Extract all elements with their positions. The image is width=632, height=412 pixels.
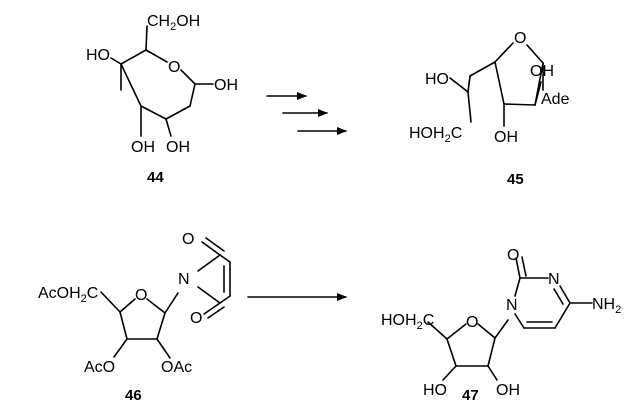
c47-ring-oxygen: O	[466, 314, 478, 331]
c44-ho-label: HO	[86, 47, 110, 64]
c45-ring-oxygen: O	[514, 30, 526, 47]
c47-carbonyl-oxygen: O	[507, 247, 519, 264]
compound-45-number: 45	[507, 171, 524, 188]
c45-ade-label: Ade	[541, 91, 570, 108]
c46-o-bottom: O	[190, 310, 202, 327]
compound-47: HOH2C O N O N NH2 HO OH 47	[381, 247, 621, 404]
c44-oh-bottom-2: OH	[166, 139, 190, 156]
compound-45: O HO OH Ade HOH2C OH 45	[409, 30, 570, 188]
compound-46: AcOH2C O N O O AcO OAc 46	[38, 231, 231, 404]
compound-47-number: 47	[462, 387, 479, 404]
c47-n3: N	[548, 271, 560, 288]
compound-45-bonds	[449, 42, 544, 127]
c46-oac-label: OAc	[161, 359, 192, 376]
compound-46-number: 46	[125, 387, 142, 404]
c46-ring-oxygen: O	[135, 287, 147, 304]
c45-ho-label: HO	[425, 71, 449, 88]
c45-hoh2c-label: HOH2C	[409, 125, 462, 145]
compound-46-bonds	[100, 237, 231, 359]
c45-oh-top-label: OH	[530, 63, 554, 80]
c46-aco-label: AcO	[84, 359, 115, 376]
c46-o-top: O	[182, 231, 194, 248]
c47-nh2-label: NH2	[592, 296, 621, 316]
c44-ring-oxygen: O	[168, 59, 180, 76]
c44-oh-label: OH	[214, 77, 238, 94]
compound-44: CH2OH O HO OH OH OH 44	[86, 13, 238, 186]
c47-oh-label: OH	[496, 382, 520, 399]
c46-nitrogen: N	[178, 271, 190, 288]
compound-47-bonds	[427, 256, 593, 381]
c47-hoh2c-label: HOH2C	[381, 312, 434, 332]
c46-acoh2c-label: AcOH2C	[38, 285, 98, 305]
c47-ho-label: HO	[423, 382, 447, 399]
compound-44-number: 44	[147, 169, 164, 186]
c44-oh-bottom-1: OH	[131, 139, 155, 156]
compound-44-bonds	[110, 25, 214, 137]
c45-oh-bottom-label: OH	[494, 129, 518, 146]
c44-ch2oh-label: CH2OH	[147, 13, 200, 33]
c47-n1: N	[506, 297, 518, 314]
